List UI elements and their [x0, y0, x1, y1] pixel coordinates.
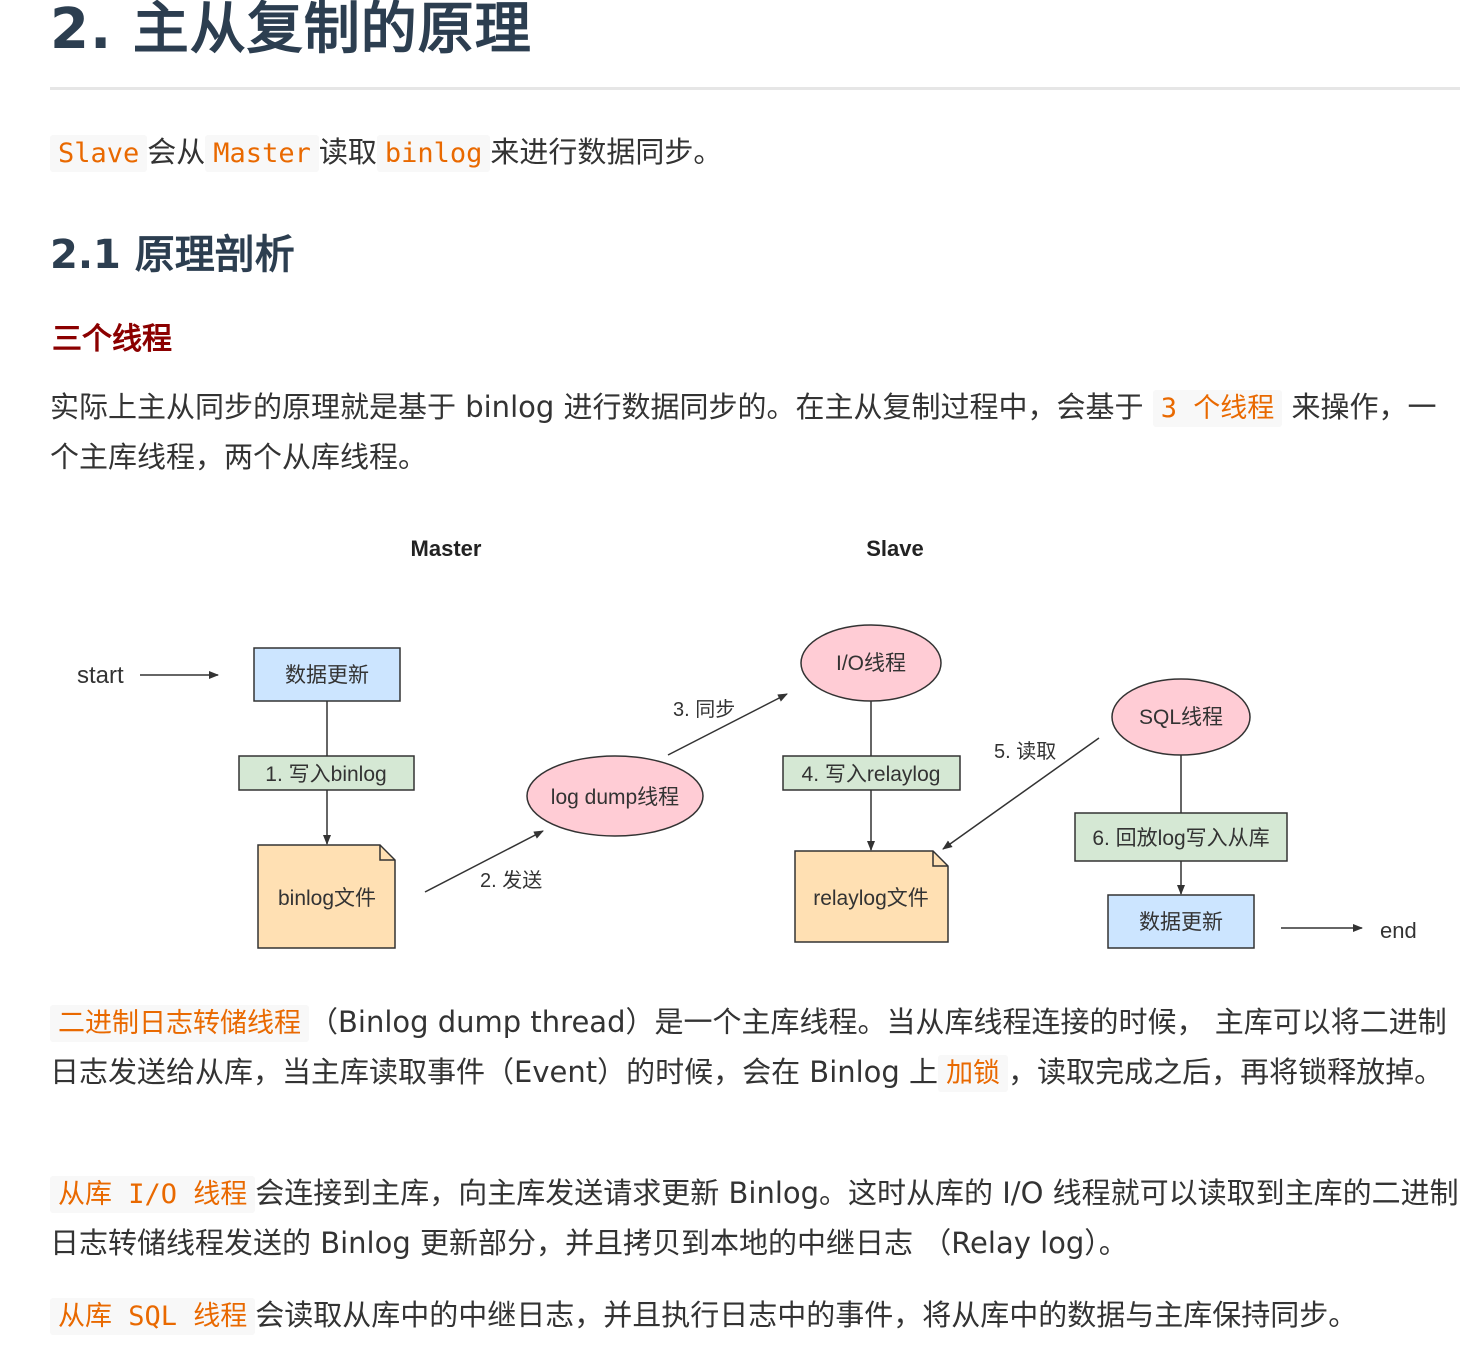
- inline-code-dump-thread: 二进制日志转储线程: [50, 1005, 309, 1042]
- section-title: 2.1 原理剖析: [50, 232, 295, 278]
- inline-code-slave: Slave: [50, 135, 148, 172]
- write-relaylog-box: [782, 755, 961, 791]
- master-update-text: 数据更新: [285, 664, 369, 687]
- log-dump-thread-text: log dump线程: [551, 786, 679, 809]
- relaylog-file-text: relaylog文件: [813, 887, 929, 910]
- threads-text-2: 来操作，一个主库线程，两个从库线程。: [50, 390, 1437, 474]
- inline-code-sql-thread: 从库 SQL 线程: [50, 1298, 256, 1335]
- intro-text-1: 会从: [147, 135, 206, 169]
- sql-thread-paragraph-text: 会读取从库中的中继日志，并且执行日志中的事件，将从库中的数据与主库保持同步。: [255, 1298, 1358, 1332]
- read-arrow: [942, 737, 1100, 850]
- send-arrow: [424, 830, 544, 893]
- sql-thread-text: SQL线程: [1139, 706, 1223, 729]
- diagram-canvas: Master Slave start 数据更新 1. 写入binlog binl…: [77, 536, 1417, 949]
- intro-text-3: 来进行数据同步。: [490, 135, 723, 169]
- replay-box: [1074, 812, 1288, 862]
- io-thread-paragraph-text: 会连接到主库，向主库发送请求更新 Binlog。这时从库的 I/O 线程就可以读…: [50, 1176, 1459, 1260]
- master-label: Master: [411, 536, 482, 561]
- relaylog-file-shape: [794, 850, 949, 943]
- binlog-file-shape: [257, 844, 396, 949]
- inline-code-three-threads: 3 个线程: [1152, 390, 1283, 427]
- slave-update-text: 数据更新: [1139, 911, 1223, 934]
- dump-thread-text: （Binlog dump thread）是一个主库线程。当从库线程连接的时候， …: [50, 1005, 1447, 1089]
- section-subtitle: 三个线程: [52, 322, 172, 357]
- write-binlog-text: 1. 写入binlog: [265, 763, 386, 786]
- replay-text: 6. 回放log写入从库: [1092, 827, 1269, 850]
- dump-thread-text-2: ，读取完成之后，再将锁释放掉。: [1008, 1055, 1444, 1089]
- log-dump-thread-ellipse: [526, 755, 704, 837]
- slave-update-box: [1107, 894, 1255, 949]
- intro-text-2: 读取: [318, 135, 377, 169]
- inline-code-lock: 加锁: [938, 1055, 1009, 1092]
- binlog-file-corner: [379, 845, 395, 861]
- write-binlog-box: [238, 755, 415, 791]
- end-label: end: [1380, 918, 1417, 943]
- page-title: 2. 主从复制的原理: [50, 0, 532, 62]
- threads-text-1: 实际上主从同步的原理就是基于 binlog 进行数据同步的。在主从复制过程中，会…: [50, 390, 1144, 424]
- io-thread-text: I/O线程: [836, 652, 906, 675]
- io-thread-paragraph: 从库 I/O 线程会连接到主库，向主库发送请求更新 Binlog。这时从库的 I…: [50, 1169, 1460, 1267]
- slave-label: Slave: [866, 536, 924, 561]
- read-label: 5. 读取: [994, 740, 1056, 763]
- binlog-file-text: binlog文件: [278, 887, 376, 910]
- replication-diagram: Master Slave start 数据更新 1. 写入binlog binl…: [50, 510, 1460, 980]
- master-update-box: [253, 647, 401, 702]
- relaylog-file-corner: [932, 851, 948, 867]
- sql-thread-paragraph: 从库 SQL 线程会读取从库中的中继日志，并且执行日志中的事件，将从库中的数据与…: [50, 1291, 1460, 1341]
- inline-code-master: Master: [205, 135, 319, 172]
- sync-label: 3. 同步: [673, 698, 735, 721]
- write-relaylog-text: 4. 写入relaylog: [802, 763, 941, 786]
- send-label: 2. 发送: [480, 869, 542, 892]
- inline-code-io-thread: 从库 I/O 线程: [50, 1176, 256, 1213]
- dump-thread-paragraph: 二进制日志转储线程（Binlog dump thread）是一个主库线程。当从库…: [50, 998, 1460, 1098]
- title-divider: [50, 87, 1460, 90]
- threads-paragraph: 实际上主从同步的原理就是基于 binlog 进行数据同步的。在主从复制过程中，会…: [50, 383, 1460, 481]
- start-label: start: [77, 662, 124, 689]
- inline-code-binlog: binlog: [376, 135, 491, 172]
- sync-arrow: [667, 693, 788, 756]
